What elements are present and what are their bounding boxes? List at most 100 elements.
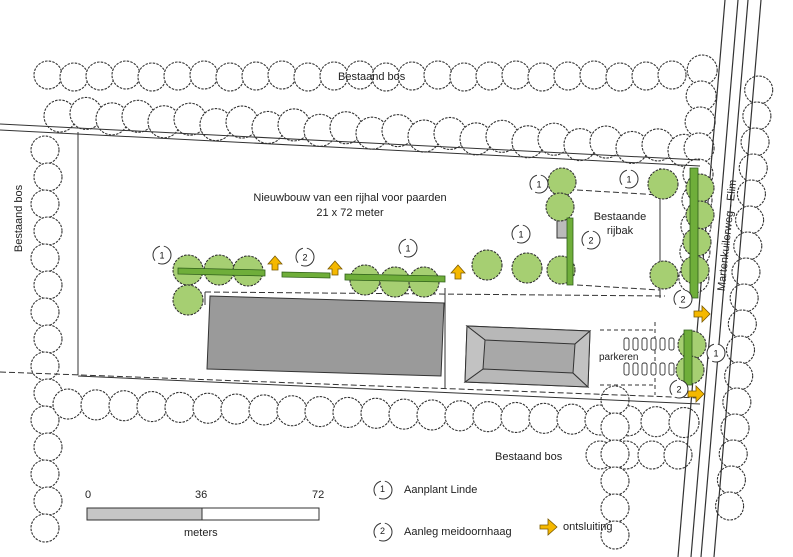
forest-tree-icon — [744, 75, 774, 105]
forest-tree-icon — [30, 135, 60, 165]
forest-tree-icon — [163, 61, 193, 91]
legend-label-linde: Aanplant Linde — [404, 484, 478, 496]
parking-spots — [623, 337, 675, 376]
parking-spot — [623, 362, 630, 376]
forest-tree-icon — [30, 513, 60, 543]
forest-tree-icon — [136, 391, 168, 423]
forest-tree-icon — [52, 388, 84, 420]
parking-label: parkeren — [599, 352, 639, 363]
legend-label-access: ontsluiting — [563, 521, 613, 533]
forest-label-top: Bestaand bos — [338, 71, 406, 83]
marker-number: 1 — [536, 180, 541, 190]
forest-tree-icon — [663, 440, 693, 470]
forest-tree-icon — [501, 60, 531, 90]
access-arrow-icon — [267, 255, 283, 271]
forest-tree-icon — [416, 399, 448, 431]
forest-tree-icon — [528, 402, 560, 434]
marker-1: 1 — [511, 224, 531, 244]
forest-tree-icon — [248, 394, 280, 426]
access-arrows — [267, 255, 711, 403]
forest-tree-icon — [727, 309, 757, 339]
access-arrow-icon — [693, 305, 711, 323]
marker-1: 1 — [529, 174, 549, 194]
marker-2: 2 — [669, 379, 689, 399]
forest-tree-icon — [553, 61, 583, 91]
forest-tree-icon — [736, 179, 766, 209]
forest-tree-icon — [600, 520, 630, 550]
forest-tree-icon — [192, 392, 224, 424]
forest-tree-icon — [722, 387, 752, 417]
marker-1: 1 — [619, 169, 639, 189]
forest-tree-icon — [388, 398, 420, 430]
parking-spot — [668, 362, 675, 376]
legend-number-2: 2 — [380, 526, 386, 536]
forest-tree-icon — [640, 406, 672, 438]
parking-spot — [650, 362, 657, 376]
arena-label-line1: Bestaande — [593, 211, 647, 223]
forest-tree-icon — [600, 412, 630, 442]
forest-tree-icon — [715, 491, 745, 521]
marker-number: 1 — [159, 251, 164, 261]
scale-bar — [86, 507, 320, 521]
forest-tree-icon — [30, 459, 60, 489]
parking-spot — [659, 337, 666, 351]
scale-tick-36: 36 — [195, 489, 208, 501]
forest-tree-icon — [605, 62, 635, 92]
forest-tree-icon — [173, 102, 207, 136]
forest-tree-icon — [276, 395, 308, 427]
access-arrow-icon — [450, 264, 466, 280]
forest-tree-icon — [304, 396, 336, 428]
forest-tree-icon — [472, 401, 504, 433]
forest-tree-icon — [735, 205, 765, 235]
marker-number: 1 — [405, 244, 410, 254]
road-martenkuilerweg — [677, 0, 762, 557]
forest-tree-icon — [579, 60, 609, 90]
forest-tree-icon — [33, 60, 63, 90]
forest-tree-icon — [600, 493, 630, 523]
forest-tree-icon — [631, 61, 661, 91]
forest-tree-icon — [33, 270, 63, 300]
marker-2: 2 — [673, 289, 693, 309]
arena-label: Bestaande rijbak — [590, 212, 650, 237]
existing-forest — [30, 54, 774, 550]
legend-arrow-icon — [539, 518, 558, 536]
marker-number: 2 — [676, 385, 681, 395]
arena-label-line2: rijbak — [606, 225, 634, 237]
forest-tree-icon — [724, 361, 754, 391]
legend-marker-1-icon — [373, 480, 393, 500]
forest-tree-icon — [33, 216, 63, 246]
forest-tree-icon — [718, 439, 748, 469]
forest-tree-icon — [740, 127, 770, 157]
forest-tree-icon — [600, 439, 630, 469]
forest-label-left: Bestaand bos — [13, 184, 26, 253]
marker-number: 2 — [588, 236, 593, 246]
forest-tree-icon — [189, 60, 219, 90]
marker-2: 2 — [295, 247, 315, 267]
marker-number: 2 — [302, 253, 307, 263]
forest-tree-icon — [444, 400, 476, 432]
forest-tree-icon — [637, 440, 667, 470]
new-riding-hall — [206, 295, 445, 377]
forest-tree-icon — [449, 62, 479, 92]
parking-spot — [641, 337, 648, 351]
forest-tree-icon — [108, 390, 140, 422]
forest-tree-icon — [267, 60, 297, 90]
project-title-line2: 21 x 72 meter — [316, 207, 384, 219]
linden-tree-icon — [547, 167, 577, 197]
forest-tree-icon — [59, 62, 89, 92]
scale-tick-0: 0 — [85, 489, 92, 501]
linden-tree-icon — [511, 252, 543, 284]
parking-spot — [659, 362, 666, 376]
forest-tree-icon — [742, 101, 772, 131]
forest-tree-icon — [164, 391, 196, 423]
forest-tree-icon — [220, 393, 252, 425]
legend-label-hedge: Aanleg meidoornhaag — [404, 526, 512, 538]
forest-tree-icon — [360, 397, 392, 429]
forest-tree-icon — [30, 297, 60, 327]
forest-tree-icon — [30, 243, 60, 273]
parking-spot — [650, 337, 657, 351]
forest-tree-icon — [600, 466, 630, 496]
scale-tick-72: 72 — [312, 489, 325, 501]
hawthorn-hedges — [177, 167, 699, 386]
